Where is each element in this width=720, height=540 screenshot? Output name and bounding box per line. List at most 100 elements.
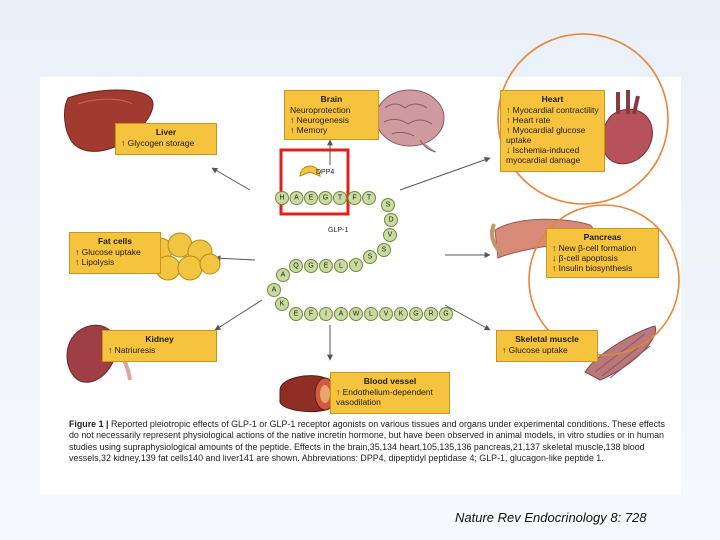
residue-letter: Q bbox=[293, 263, 299, 270]
fat-cells-box: Fat cells ↑ Glucose uptake↑ Lipolysis bbox=[69, 232, 161, 274]
residue-bead bbox=[318, 191, 333, 205]
residue-letter: L bbox=[339, 263, 343, 270]
organ-effect-line: ↑ Glucose uptake bbox=[502, 345, 568, 355]
glp1-label: GLP-1 bbox=[328, 227, 348, 234]
residue-bead bbox=[347, 191, 362, 205]
heart-illustration bbox=[601, 90, 653, 165]
residue-bead bbox=[349, 258, 363, 272]
residue-letter: H bbox=[279, 195, 284, 202]
residue-bead bbox=[289, 191, 304, 205]
residue-bead bbox=[333, 191, 347, 205]
residue-letter: T bbox=[367, 195, 372, 202]
blood-vessel-title: Blood vessel bbox=[363, 376, 417, 386]
organ-effect-line: ↑ Glycogen storage bbox=[121, 138, 195, 148]
kidney-title: Kidney bbox=[145, 334, 174, 344]
pancreas-title: Pancreas bbox=[583, 232, 622, 242]
residue-bead bbox=[276, 268, 290, 282]
residue-bead bbox=[289, 307, 303, 321]
organ-effect-line: ↑ Myocardial contractility bbox=[506, 105, 599, 115]
organ-effect-line: ↓ β-cell apoptosis bbox=[552, 253, 618, 263]
residue-bead bbox=[363, 250, 377, 264]
caption-label: Figure 1 | bbox=[69, 419, 111, 429]
residue-letter: G bbox=[323, 195, 328, 202]
heart-highlight-circle bbox=[497, 33, 669, 205]
pancreas-highlight-circle bbox=[528, 204, 680, 356]
residue-letter: A bbox=[294, 195, 299, 202]
residue-letter: S bbox=[386, 202, 391, 209]
residue-letter: S bbox=[382, 247, 387, 254]
organ-effect-line: ↑ New β-cell formation bbox=[552, 243, 637, 253]
residue-bead bbox=[304, 259, 318, 273]
residue-letter: I bbox=[325, 311, 327, 318]
residue-letter: G bbox=[443, 311, 448, 318]
organ-effect-line: ↑ Glucose uptake bbox=[75, 247, 141, 257]
organ-effect-line: ↑ Insulin biosynthesis bbox=[552, 263, 633, 273]
residue-bead bbox=[267, 283, 281, 297]
organ-effect-line: ↓ Ischemia-induced bbox=[506, 145, 580, 155]
residue-bead bbox=[409, 307, 423, 321]
residue-letter: A bbox=[281, 272, 286, 279]
brain-box: Brain Neuroprotection↑ Neurogenesis↑ Mem… bbox=[284, 90, 379, 140]
residue-letter: E bbox=[294, 311, 299, 318]
residue-letter: R bbox=[428, 311, 433, 318]
organ-effect-line: ↑ Natriuresis bbox=[108, 345, 156, 355]
dpp4-cleavage-highlight bbox=[279, 148, 350, 216]
residue-letter: K bbox=[280, 301, 285, 308]
residue-letter: E bbox=[309, 195, 314, 202]
skeletal-muscle-title: Skeletal muscle bbox=[515, 334, 579, 344]
residue-letter: D bbox=[388, 217, 393, 224]
liver-box: Liver ↑ Glycogen storage bbox=[115, 123, 217, 155]
residue-letter: F bbox=[309, 311, 313, 318]
residue-letter: F bbox=[352, 195, 356, 202]
residue-letter: G bbox=[308, 263, 313, 270]
residue-bead bbox=[334, 259, 348, 273]
residue-letter: K bbox=[399, 311, 404, 318]
residue-bead bbox=[334, 307, 348, 321]
residue-letter: S bbox=[368, 254, 373, 261]
effect-arrows bbox=[211, 139, 491, 361]
residue-bead bbox=[304, 307, 318, 321]
residue-letter: A bbox=[339, 311, 344, 318]
organ-effect-line: uptake bbox=[506, 135, 532, 145]
figure-caption: Figure 1 | Reported pleiotropic effects … bbox=[69, 419, 677, 465]
residue-bead bbox=[319, 259, 333, 273]
residue-letter: T bbox=[338, 195, 343, 202]
residue-bead bbox=[394, 307, 408, 321]
citation-text: Nature Rev Endocrinology 8: 728 bbox=[455, 510, 647, 525]
residue-bead bbox=[364, 307, 378, 321]
residue-bead bbox=[275, 297, 289, 311]
residue-bead bbox=[304, 191, 318, 205]
residue-bead bbox=[379, 307, 393, 321]
residue-bead bbox=[424, 307, 438, 321]
residue-bead bbox=[381, 198, 395, 212]
organ-effect-line: ↑ Lipolysis bbox=[75, 257, 115, 267]
liver-title: Liver bbox=[155, 127, 177, 137]
brain-title: Brain bbox=[320, 94, 343, 104]
dpp4-enzyme: DPP4 bbox=[299, 165, 334, 177]
residue-letter: E bbox=[324, 263, 329, 270]
blood-vessel-illustration bbox=[279, 375, 336, 413]
residue-bead bbox=[384, 213, 398, 227]
organ-effect-line: Neuroprotection bbox=[290, 105, 351, 115]
residue-letter: V bbox=[388, 232, 393, 239]
residue-letter: G bbox=[413, 311, 418, 318]
residue-bead bbox=[377, 243, 391, 257]
organ-effect-line: ↑ Neurogenesis bbox=[290, 115, 350, 125]
residue-letter: A bbox=[272, 287, 277, 294]
organ-effect-line: vasodilation bbox=[336, 397, 381, 407]
organ-effect-line: ↑ Memory bbox=[290, 125, 328, 135]
brain-illustration bbox=[375, 89, 445, 153]
blood-vessel-box: Blood vessel ↑ Endothelium-dependent vas… bbox=[330, 372, 450, 414]
residue-bead bbox=[362, 191, 376, 205]
fat-cells-title: Fat cells bbox=[97, 236, 133, 246]
residue-bead bbox=[349, 307, 363, 321]
organ-effect-line: ↑ Endothelium-dependent bbox=[336, 387, 433, 397]
residue-bead bbox=[289, 259, 303, 273]
residue-bead bbox=[275, 191, 289, 205]
residue-letter: Y bbox=[354, 262, 359, 269]
dpp4-label: DPP4 bbox=[316, 169, 334, 176]
heart-title: Heart bbox=[541, 94, 564, 104]
kidney-box: Kidney ↑ Natriuresis bbox=[102, 330, 217, 362]
skeletal-muscle-box: Skeletal muscle ↑ Glucose uptake bbox=[496, 330, 598, 362]
